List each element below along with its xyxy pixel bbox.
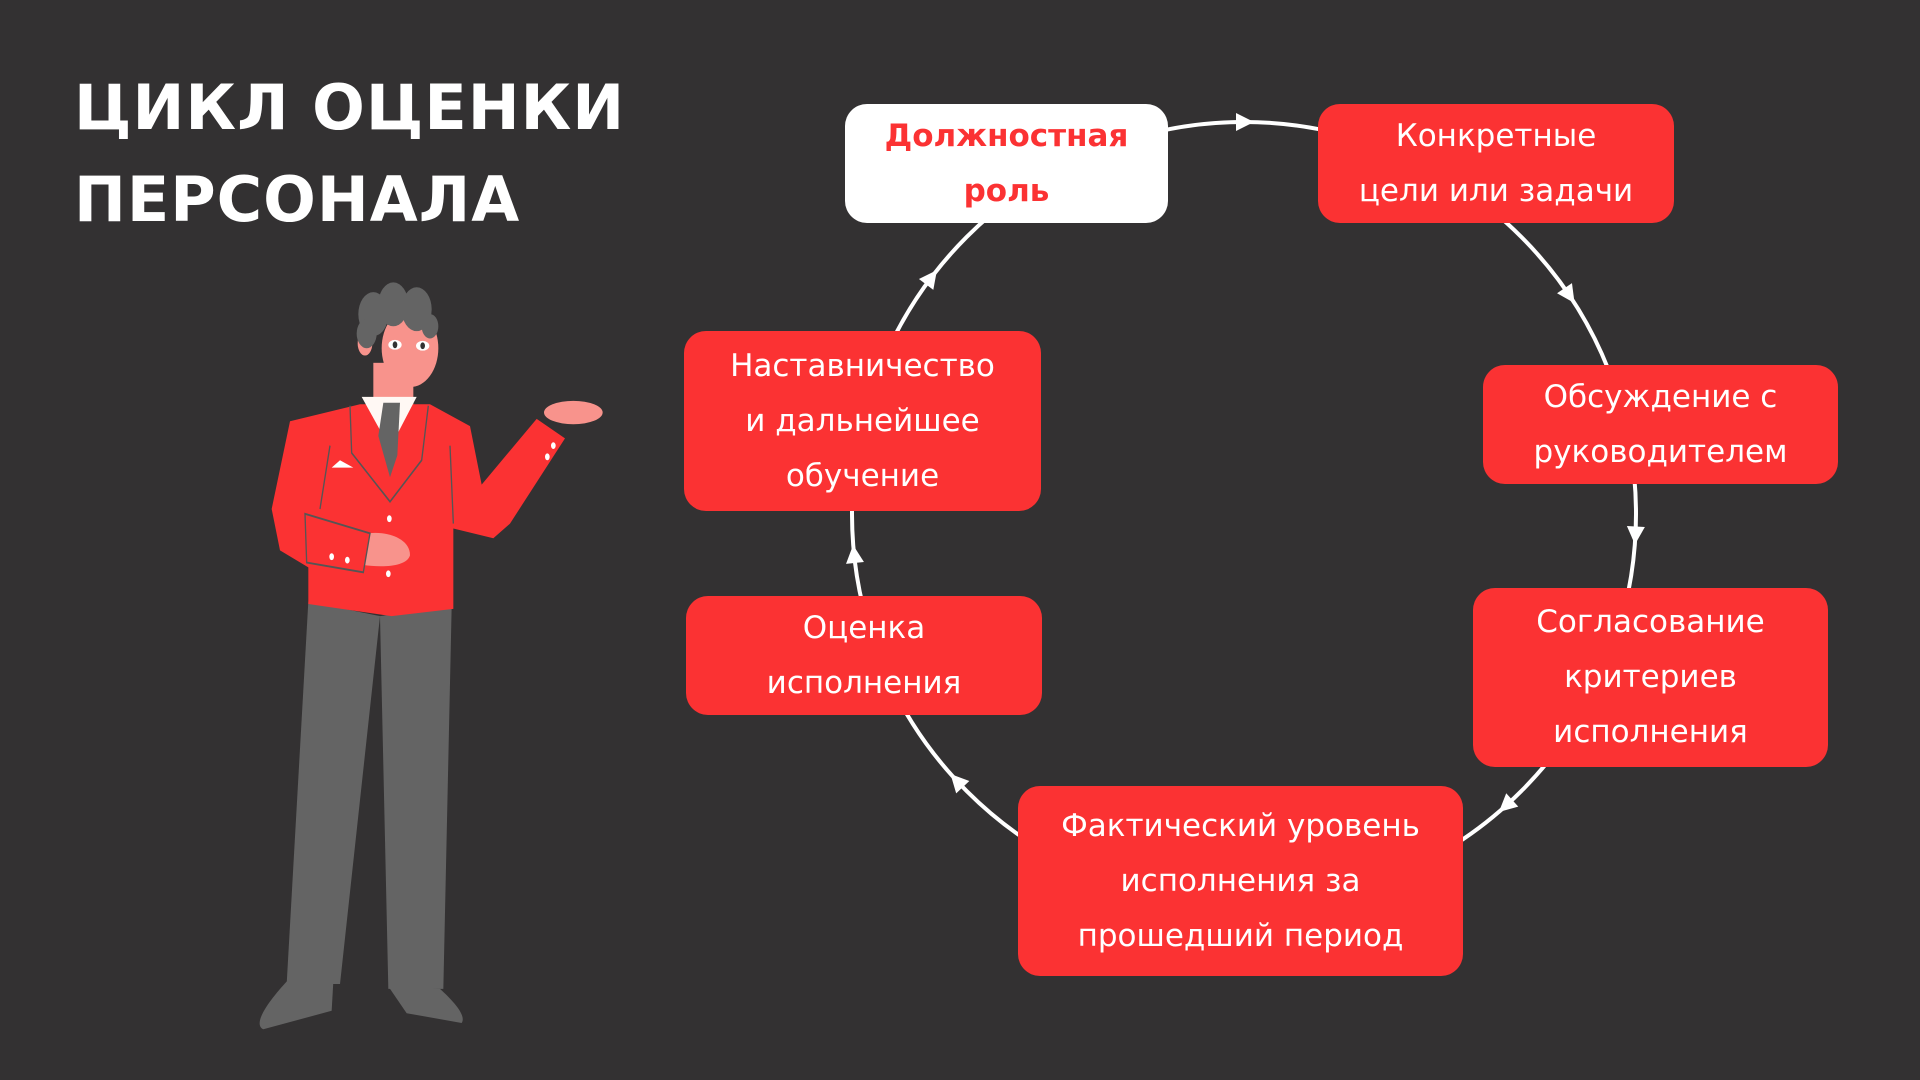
arrowhead-icon	[950, 774, 970, 794]
cycle-step-mentoring: Наставничество и дальнейшее обучение	[684, 331, 1041, 511]
step-line: Конкретные	[1395, 117, 1597, 154]
step-line: и дальнейшее	[745, 402, 980, 439]
arrowhead-icon	[1236, 113, 1254, 131]
step-line: исполнения	[766, 664, 962, 701]
right-shoe	[388, 986, 463, 1023]
page-title: ЦИКЛ ОЦЕНКИ ПЕРСОНАЛА	[74, 62, 625, 246]
arrowhead-icon	[918, 270, 937, 290]
arrowhead-icon	[1626, 526, 1645, 545]
arrowhead-icon	[846, 545, 864, 564]
jacket	[271, 404, 565, 617]
step-line: Обсуждение с	[1543, 378, 1778, 415]
resting-hand	[363, 532, 410, 567]
step-line: прошедший период	[1077, 917, 1404, 954]
left-leg	[286, 601, 380, 984]
step-line: Должностная	[884, 117, 1129, 154]
tie	[378, 402, 400, 478]
step-line: обучение	[785, 457, 940, 494]
cycle-step-specific-goals: Конкретные цели или задачи	[1318, 104, 1674, 223]
arrowhead-icon	[1498, 793, 1519, 813]
cycle-step-job-role: Должностная роль	[845, 104, 1168, 223]
step-line: исполнения за	[1120, 862, 1361, 899]
cycle-step-actual-performance: Фактический уровень исполнения за прошед…	[1018, 786, 1463, 976]
arrowhead-icon	[1557, 283, 1575, 304]
title-line-1: ЦИКЛ ОЦЕНКИ	[74, 71, 626, 144]
step-line: критериев	[1564, 659, 1737, 695]
step-line: Фактический уровень	[1061, 807, 1420, 844]
step-line: цели или задачи	[1358, 172, 1634, 209]
cycle-step-criteria: Согласование критериев исполнения	[1473, 588, 1828, 767]
step-line: руководителем	[1533, 433, 1788, 470]
right-leg	[380, 606, 452, 989]
title-line-2: ПЕРСОНАЛА	[74, 163, 521, 236]
step-line: Наставничество	[730, 347, 995, 384]
left-shoe	[259, 981, 334, 1030]
cycle-step-discussion: Обсуждение с руководителем	[1483, 365, 1838, 484]
step-line: Согласование	[1536, 604, 1765, 640]
step-line: Оценка	[802, 609, 926, 646]
cycle-step-evaluation: Оценка исполнения	[686, 596, 1042, 715]
presenter-illustration	[259, 282, 603, 1030]
step-line: исполнения	[1553, 714, 1748, 750]
raised-hand	[544, 400, 603, 425]
step-line: роль	[963, 172, 1050, 209]
